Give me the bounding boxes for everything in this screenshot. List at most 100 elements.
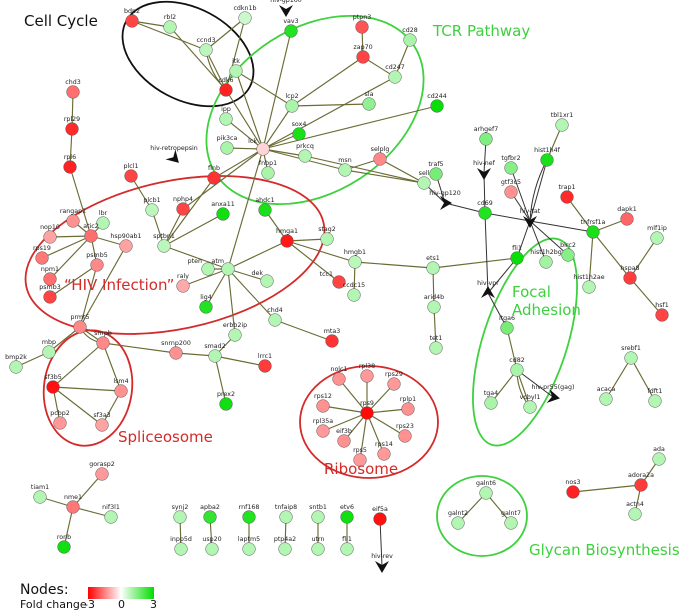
node-dek[interactable] (260, 274, 274, 288)
node-atic2[interactable] (84, 229, 98, 243)
node-rangap1[interactable] (66, 214, 80, 228)
node-nos3[interactable] (566, 485, 580, 499)
node-ronb[interactable] (57, 540, 71, 554)
node-rpl38[interactable] (360, 369, 374, 383)
node-fli1[interactable] (510, 251, 524, 265)
node-atm[interactable] (221, 262, 235, 276)
node-fli1b[interactable] (340, 542, 354, 556)
node-ada[interactable] (652, 452, 666, 466)
viral-node-hiv-vpr[interactable] (481, 286, 495, 298)
node-raly[interactable] (176, 279, 190, 293)
node-itk[interactable] (229, 64, 243, 78)
node-rps12[interactable] (316, 399, 330, 413)
node-sf3a3[interactable] (95, 418, 109, 432)
node-lck[interactable] (256, 142, 270, 156)
node-smad2[interactable] (208, 349, 222, 363)
node-ccdc15[interactable] (347, 288, 361, 302)
node-galnt7[interactable] (504, 516, 518, 530)
node-mta3[interactable] (325, 334, 339, 348)
node-dapk1[interactable] (620, 212, 634, 226)
node-tgfbr2[interactable] (504, 161, 518, 175)
node-ipp[interactable] (219, 112, 233, 126)
node-gtf3c5[interactable] (504, 185, 518, 199)
node-sptbn1[interactable] (157, 239, 171, 253)
node-flnb[interactable] (207, 171, 221, 185)
viral-node-hiv-pr55[interactable] (546, 389, 560, 403)
node-rpl35a[interactable] (316, 424, 330, 438)
node-rps23[interactable] (398, 429, 412, 443)
node-acaca[interactable] (599, 392, 613, 406)
node-hsp90ab1[interactable] (119, 239, 133, 253)
node-sla[interactable] (362, 97, 376, 111)
node-cdkn1b[interactable] (238, 11, 252, 25)
node-synj2[interactable] (173, 510, 187, 524)
node-tet1[interactable] (429, 341, 443, 355)
node-fdft1[interactable] (648, 394, 662, 408)
node-vav3[interactable] (284, 24, 298, 38)
viral-node-hiv-retropepsin[interactable] (165, 149, 179, 163)
node-mlf1ip[interactable] (650, 231, 664, 245)
node-laptm5[interactable] (242, 542, 256, 556)
node-psmb3[interactable] (43, 290, 57, 304)
node-snrnp200[interactable] (169, 346, 183, 360)
node-arhgef7[interactable] (479, 132, 493, 146)
node-anxa11[interactable] (216, 207, 230, 221)
node-rpl29[interactable] (65, 122, 79, 136)
node-prex2[interactable] (219, 397, 233, 411)
node-galnt2[interactable] (451, 516, 465, 530)
node-psmb5[interactable] (90, 258, 104, 272)
node-ets1[interactable] (426, 261, 440, 275)
node-eif3b[interactable] (337, 434, 351, 448)
node-rps19[interactable] (35, 251, 49, 265)
node-mbp[interactable] (42, 345, 56, 359)
node-sf3b5[interactable] (46, 380, 60, 394)
node-actn4[interactable] (628, 507, 642, 521)
node-birc2[interactable] (561, 248, 575, 262)
node-ahdc1[interactable] (258, 203, 272, 217)
node-hsf1[interactable] (655, 308, 669, 322)
node-fnbp1[interactable] (261, 166, 275, 180)
node-pik3ca[interactable] (220, 141, 234, 155)
node-rbl2[interactable] (163, 20, 177, 34)
node-lsm4[interactable] (114, 384, 128, 398)
node-hist1h2bg[interactable] (539, 255, 553, 269)
node-hmgb1[interactable] (348, 255, 362, 269)
node-galnt6[interactable] (479, 486, 493, 500)
viral-node-hiv-nef[interactable] (477, 168, 491, 180)
node-hspa8[interactable] (623, 271, 637, 285)
node-rps9[interactable] (360, 406, 374, 420)
node-zap70[interactable] (356, 50, 370, 64)
node-vcbyl1[interactable] (523, 400, 537, 414)
node-plcl1[interactable] (124, 169, 138, 183)
node-npm1[interactable] (43, 272, 57, 286)
node-rpl6[interactable] (63, 160, 77, 174)
node-lbr[interactable] (96, 216, 110, 230)
node-utrn[interactable] (311, 542, 325, 556)
node-snrpb[interactable] (96, 336, 110, 350)
node-tnfaip8[interactable] (279, 510, 293, 524)
node-rps5[interactable] (353, 453, 367, 467)
node-bmp2k[interactable] (9, 360, 23, 374)
node-cdk6[interactable] (219, 83, 233, 97)
node-nif3l1[interactable] (104, 510, 118, 524)
node-arid4b[interactable] (427, 300, 441, 314)
viral-node-hiv-gp120[interactable] (440, 196, 452, 210)
node-ptp4a2[interactable] (278, 542, 292, 556)
node-traf5[interactable] (429, 167, 443, 181)
node-itga6[interactable] (500, 321, 514, 335)
viral-node-hiv-tat[interactable] (523, 216, 537, 228)
node-gorasp2[interactable] (95, 467, 109, 481)
viral-node-hiv-gp160[interactable] (279, 5, 293, 17)
node-inpp5d[interactable] (174, 542, 188, 556)
node-nphp4[interactable] (176, 202, 190, 216)
node-chd3[interactable] (66, 85, 80, 99)
node-lrrc1[interactable] (258, 359, 272, 373)
node-cd82[interactable] (510, 363, 524, 377)
node-cd247[interactable] (388, 70, 402, 84)
node-nolc1[interactable] (332, 372, 346, 386)
node-tga4[interactable] (484, 396, 498, 410)
node-hist1h2ae[interactable] (582, 280, 596, 294)
node-lcp2[interactable] (285, 99, 299, 113)
node-ccnd3[interactable] (199, 43, 213, 57)
node-tcc1[interactable] (332, 275, 346, 289)
